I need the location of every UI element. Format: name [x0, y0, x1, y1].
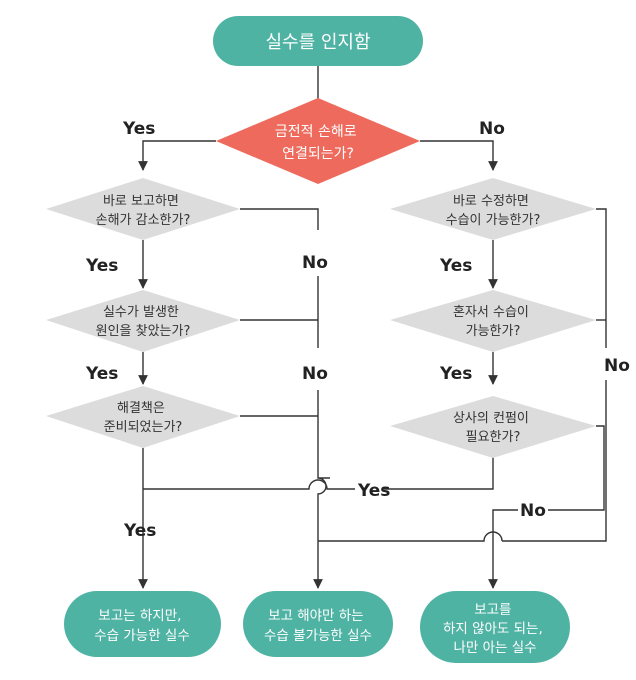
- edge-main-yes: [138, 140, 216, 171]
- outcome-2: [243, 591, 393, 657]
- outcome-2-label: 보고 해야만 하는 수습 불가능한 실수: [264, 608, 372, 644]
- edge-r1-no: [596, 208, 607, 348]
- main-decision-label: 금전적 손해로 연결되는가?: [275, 124, 361, 162]
- edge-main-no: [420, 140, 498, 171]
- decision-r2-label: 혼자서 수습이 가능한가?: [453, 305, 533, 339]
- edge-l1-no: [240, 208, 319, 230]
- decision-l2-label: 실수가 발생한 원인을 찾았는가?: [96, 305, 191, 339]
- edge-r3-no-down: [488, 509, 518, 589]
- outcome-1-label: 보고는 하지만, 수습 가능한 실수: [94, 608, 190, 644]
- main-decision: [216, 98, 420, 184]
- label-l1-yes: Yes: [85, 256, 118, 276]
- outcome-3-label: 보고를 하지 않아도 되는, 나만 아는 실수: [443, 602, 547, 656]
- edge-r3-no: [548, 425, 605, 511]
- label-main-no: No: [479, 119, 505, 139]
- label-right-no-1: No: [604, 356, 630, 376]
- edge-middle-vertical: [318, 276, 330, 588]
- label-l3-yes: Yes: [123, 521, 156, 541]
- decision-r1: [390, 178, 596, 240]
- label-r1-yes: Yes: [439, 256, 472, 276]
- label-left-no-1: No: [302, 253, 328, 273]
- decision-l3-label: 해결책은 준비되었는가?: [104, 401, 183, 435]
- start-label: 실수를 인지함: [265, 32, 370, 53]
- label-r3-yes: Yes: [357, 481, 390, 501]
- decision-r2: [390, 290, 596, 352]
- decision-r3: [390, 396, 596, 458]
- start-node: [213, 16, 423, 66]
- edge-r3-yes: [143, 448, 494, 490]
- outcome-1: [64, 591, 221, 657]
- label-right-no-2: No: [520, 501, 546, 521]
- edge-right-outer: [502, 380, 607, 542]
- decision-l2: [46, 290, 240, 352]
- label-left-no-2: No: [302, 364, 328, 384]
- decision-l1-label: 바로 보고하면 손해가 감소한가?: [96, 194, 191, 228]
- decision-r3-label: 상사의 컨펌이 필요한가?: [453, 411, 533, 445]
- label-main-yes: Yes: [122, 119, 155, 139]
- label-l2-yes: Yes: [85, 364, 118, 384]
- decision-l3: [46, 386, 240, 448]
- decision-r1-label: 바로 수정하면 수습이 가능한가?: [446, 194, 541, 228]
- edge-right-merge: [318, 531, 503, 542]
- label-r2-yes: Yes: [439, 364, 472, 384]
- outcome-3: [420, 591, 570, 663]
- decision-l1: [46, 178, 240, 240]
